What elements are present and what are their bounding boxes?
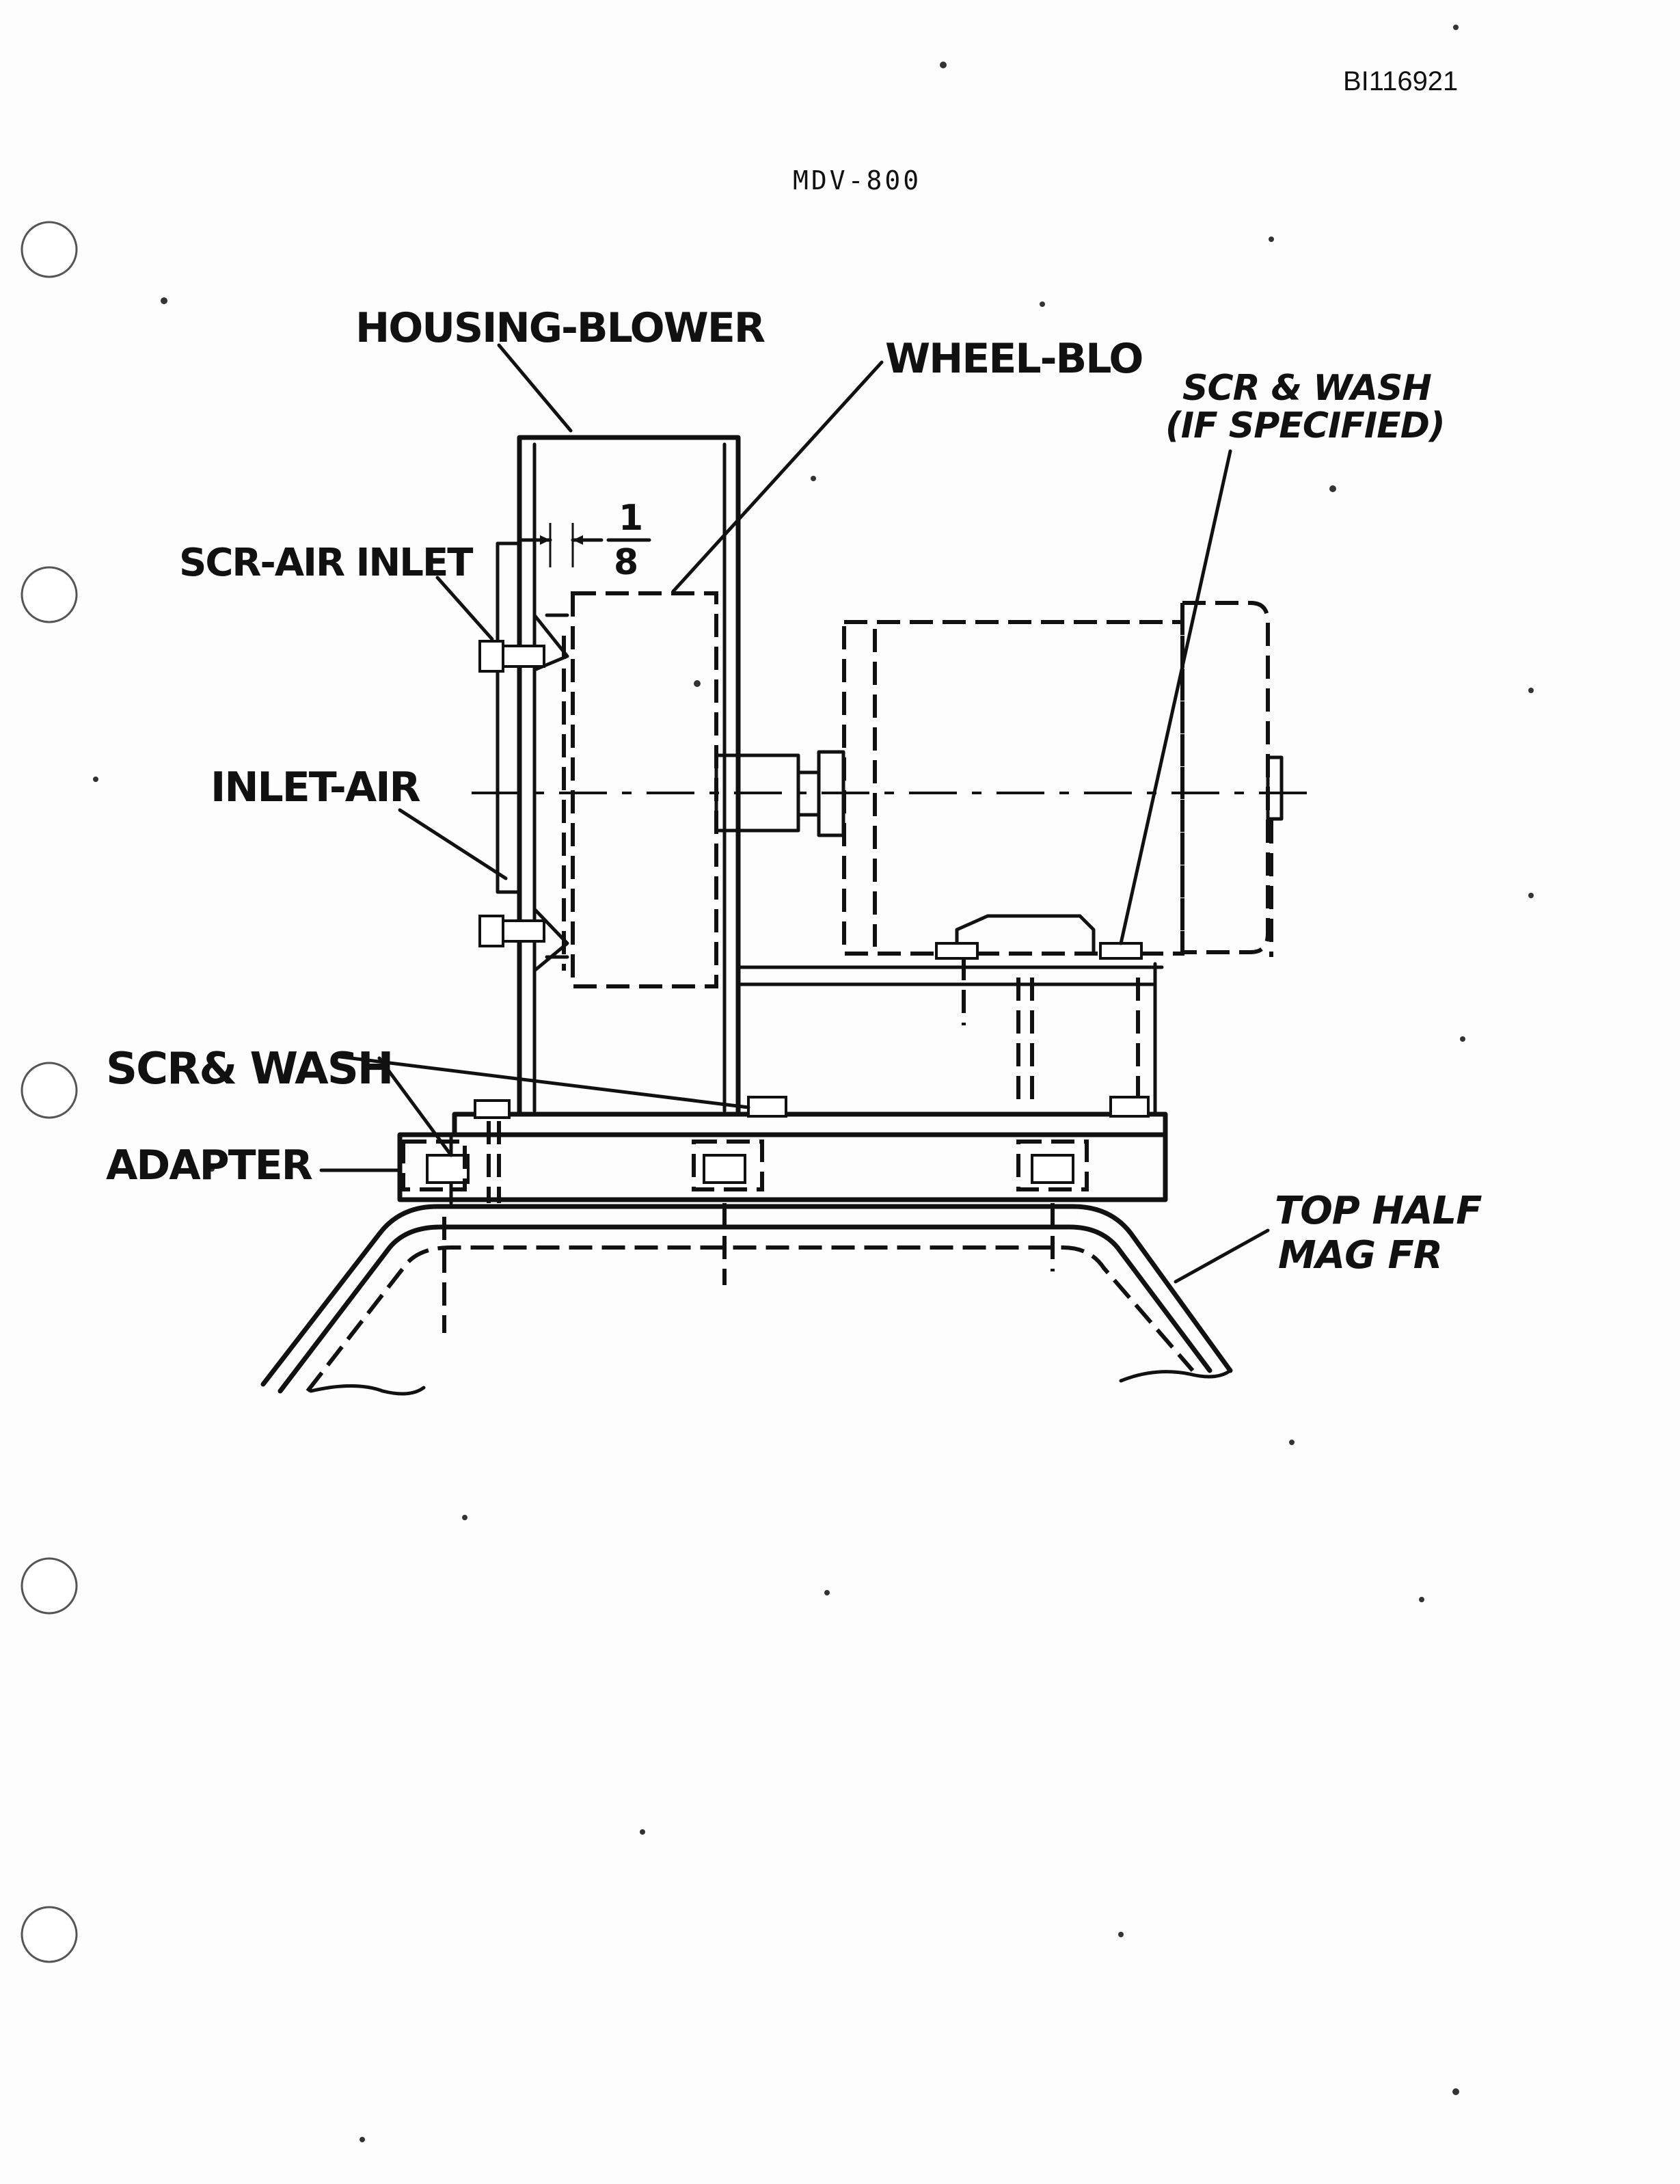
label-scr-wash: SCR& WASH bbox=[106, 1044, 392, 1094]
label-inlet-air: INLET-AIR bbox=[211, 764, 420, 811]
label-scr-wash-if-specified-1: SCR & WASH bbox=[1182, 368, 1431, 409]
binder-hole bbox=[21, 566, 78, 623]
doc-id: BI116921 bbox=[1343, 66, 1458, 96]
air-inlet-screws bbox=[478, 640, 545, 947]
motor-base bbox=[397, 957, 1168, 1205]
binder-hole bbox=[21, 1906, 78, 1963]
scan-speckle bbox=[93, 25, 1534, 2142]
dimension-numerator: 1 bbox=[619, 498, 642, 539]
binder-hole bbox=[21, 1062, 78, 1119]
label-scr-wash-if-specified-2: (IF SPECIFIED) bbox=[1165, 405, 1445, 446]
shaft-coupling bbox=[714, 750, 845, 837]
gap-dimension bbox=[517, 523, 651, 567]
magnet-frame-top-half bbox=[260, 1203, 1233, 1396]
label-housing-blower: HOUSING-BLOWER bbox=[355, 304, 765, 352]
label-adapter: ADAPTER bbox=[106, 1142, 312, 1189]
binder-holes bbox=[21, 221, 78, 1963]
binder-hole bbox=[21, 221, 78, 278]
model-number: MDV-800 bbox=[793, 165, 921, 196]
label-mag-fr: MAG FR bbox=[1278, 1233, 1442, 1278]
motor bbox=[842, 601, 1284, 957]
label-scr-air-inlet: SCR-AIR INLET bbox=[179, 541, 473, 585]
label-wheel-blo: WHEEL-BLO bbox=[885, 335, 1142, 383]
binder-hole bbox=[21, 1557, 78, 1615]
leader-lines bbox=[319, 343, 1270, 1284]
blower-wheel bbox=[571, 591, 718, 988]
label-top-half: TOP HALF bbox=[1275, 1189, 1482, 1233]
dimension-denominator: 8 bbox=[614, 542, 637, 583]
base-bolts bbox=[401, 942, 1150, 1203]
